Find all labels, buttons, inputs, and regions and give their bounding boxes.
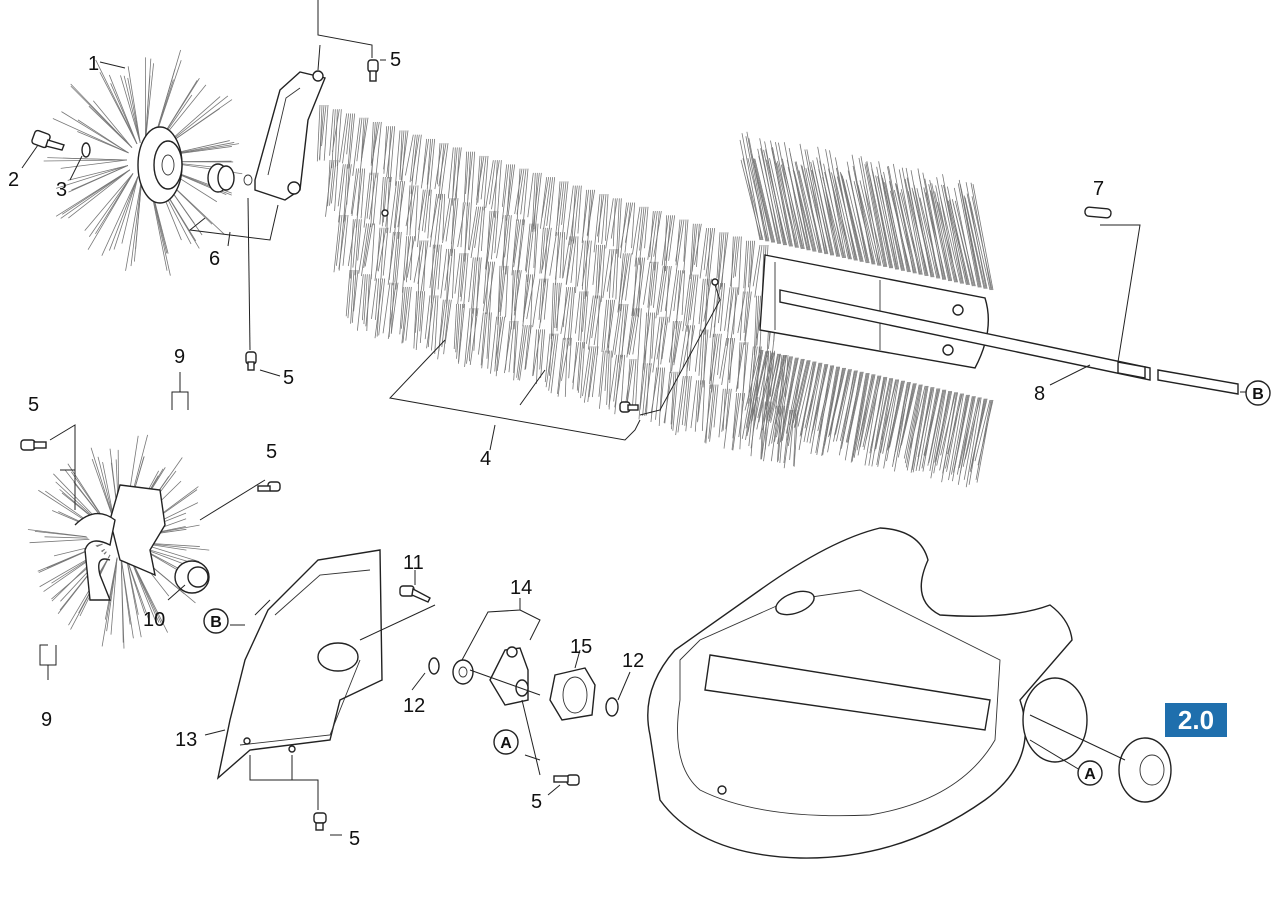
ref-circle-b2: B xyxy=(203,608,229,634)
callout-8: 8 xyxy=(1034,383,1045,405)
leader-lines xyxy=(21,0,1246,836)
callout-3: 3 xyxy=(56,179,67,201)
callout-7: 7 xyxy=(1093,178,1104,200)
pin-7 xyxy=(1084,206,1112,219)
sweeper-housing xyxy=(647,527,1088,859)
main-roller-brush-4 xyxy=(316,104,994,488)
bearing-10 xyxy=(174,560,210,594)
gear-15 xyxy=(549,667,596,721)
callout-5e: 5 xyxy=(531,791,542,813)
screw-11 xyxy=(399,585,431,603)
screw-5-bottom xyxy=(313,812,327,831)
screw-5-left xyxy=(245,351,257,371)
bearing-6 xyxy=(207,163,253,193)
callout-6: 6 xyxy=(209,248,220,270)
screw-5-side xyxy=(20,439,47,451)
bolt-2 xyxy=(31,129,65,151)
callout-12b: 12 xyxy=(622,650,644,672)
callout-15: 15 xyxy=(570,636,592,658)
screw-5-top xyxy=(367,59,379,82)
washer-3 xyxy=(81,142,91,158)
bushing-14 xyxy=(452,659,474,685)
callout-13: 13 xyxy=(175,729,197,751)
drive-wheel xyxy=(1118,737,1172,803)
side-brush-9 xyxy=(27,434,210,649)
callout-5d: 5 xyxy=(266,441,277,463)
ref-circle-a2: A xyxy=(1077,760,1103,786)
side-cover-13 xyxy=(216,549,383,780)
callout-9b: 9 xyxy=(41,709,52,731)
callout-9a: 9 xyxy=(174,346,185,368)
svg-text:A: A xyxy=(500,735,512,752)
screw-5-roller xyxy=(619,401,639,413)
svg-text:A: A xyxy=(1084,766,1096,783)
callout-11: 11 xyxy=(403,552,424,574)
ref-circle-a1: A xyxy=(493,729,519,755)
washer-12b xyxy=(605,697,619,717)
drive-shaft-8 xyxy=(779,289,1239,395)
ref-circle-b1: B xyxy=(1245,380,1271,406)
callout-numbers: 1 2 3 4 5 5 5 5 5 5 6 7 8 9 9 10 11 12 1… xyxy=(8,49,1104,850)
screw-5-lever xyxy=(553,774,580,786)
lever-14 xyxy=(489,646,529,706)
callout-1: 1 xyxy=(88,53,99,75)
callout-2: 2 xyxy=(8,169,19,191)
callout-4: 4 xyxy=(480,448,491,470)
brush-holder-bracket xyxy=(254,70,326,201)
callout-5a: 5 xyxy=(390,49,401,71)
callout-10: 10 xyxy=(143,609,165,631)
callout-14: 14 xyxy=(510,577,532,599)
callout-5b: 5 xyxy=(283,367,294,389)
callout-12a: 12 xyxy=(403,695,425,717)
screw-5-brush xyxy=(257,481,281,492)
callout-5f: 5 xyxy=(349,828,360,850)
washer-12a xyxy=(428,657,440,675)
svg-text:B: B xyxy=(210,614,222,631)
section-badge: 2.0 xyxy=(1165,703,1227,737)
callout-5c: 5 xyxy=(28,394,39,416)
side-brush-1 xyxy=(43,49,243,276)
svg-text:B: B xyxy=(1252,386,1264,403)
